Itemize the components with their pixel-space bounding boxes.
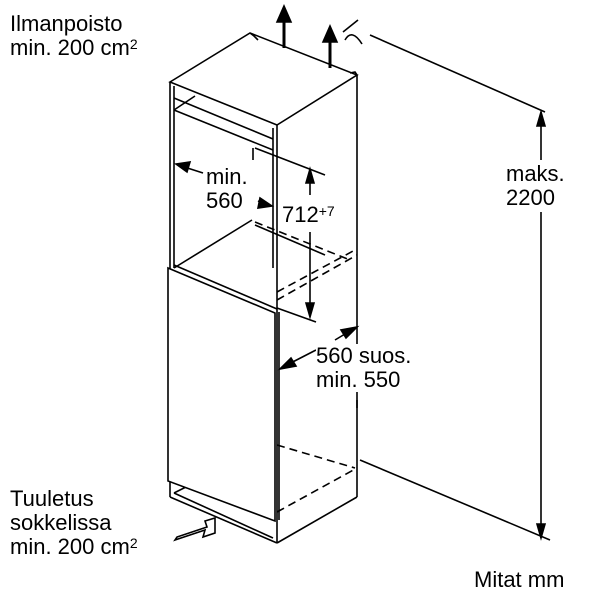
width-label-line1: min. [206,164,248,189]
niche-height-value: 712 [282,202,319,227]
depth-label-line2: min. 550 [316,367,401,392]
intake-label-line3: min. 200 cm2 [10,535,138,559]
max-height-line1: maks. [506,161,565,186]
exhaust-area: min. 200 cm [10,35,130,60]
appliance [167,264,280,523]
intake-label-line1: Tuuletus [10,486,94,511]
intake-area: min. 200 cm [10,534,130,559]
units-label: Mitat mm [474,567,565,592]
exhaust-label: Ilmanpoisto min. 200 cm2 [10,12,138,60]
exhaust-arrows [275,4,339,68]
depth-label: 560 suos. min. 550 [316,343,412,392]
exhaust-label-line1: Ilmanpoisto [10,11,123,36]
width-label: min. 560 [206,165,248,213]
max-height-line2: 2200 [506,185,555,210]
dimension-lines [173,34,551,541]
niche-height-tolerance: +7 [318,203,335,219]
intake-label: Tuuletus sokkelissa min. 200 cm2 [10,487,138,559]
exhaust-label-line2: min. 200 cm2 [10,36,138,60]
break-symbol [342,19,363,45]
intake-sup: 2 [129,535,138,551]
hidden-lines [254,221,358,513]
exhaust-sup: 2 [129,36,138,52]
width-label-line2: 560 [206,188,243,213]
depth-label-line1: 560 suos. [316,343,412,368]
intake-label-line2: sokkelissa [10,510,112,535]
intake-arrow [173,516,216,542]
max-height-label: maks. 2200 [506,162,565,210]
niche-height-label: 712+7 [282,203,335,227]
